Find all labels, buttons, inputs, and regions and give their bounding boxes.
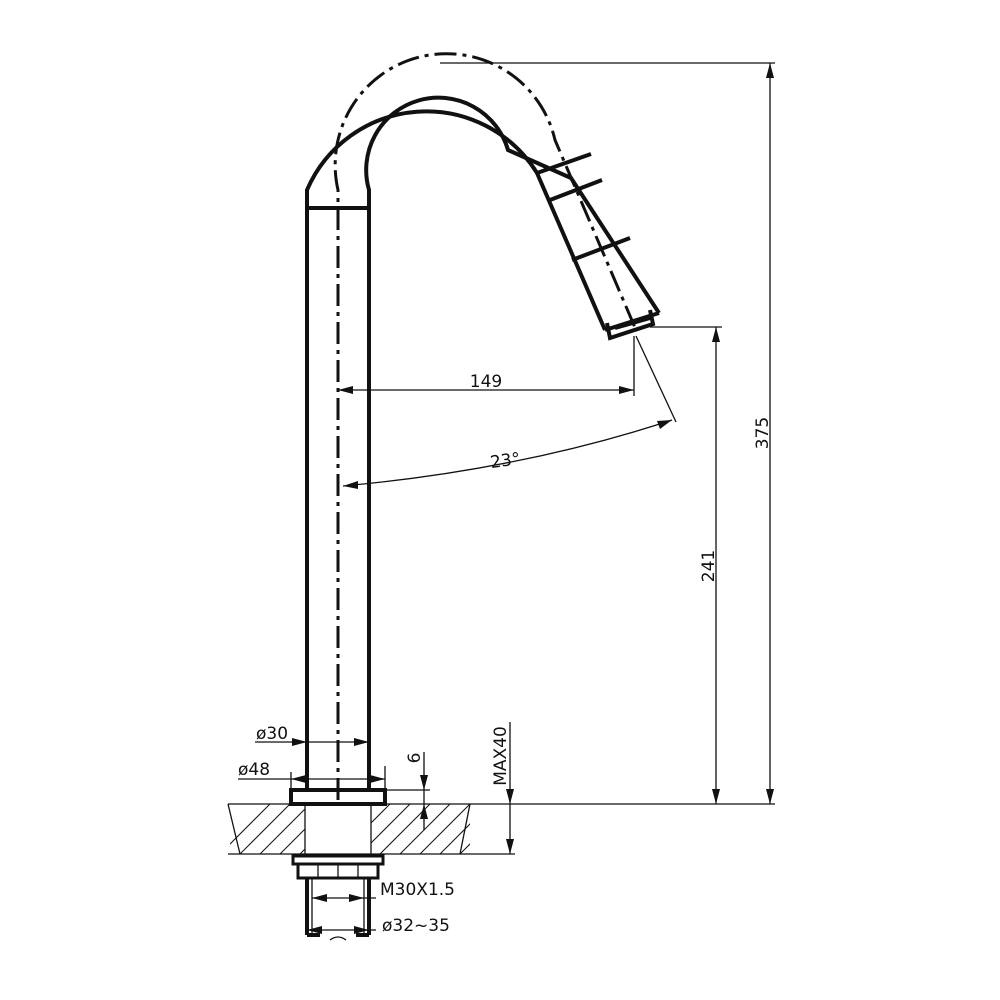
head-segment-2 [549, 178, 603, 202]
dim-overall-height: 375 [440, 62, 775, 804]
gooseneck-outer [305, 109, 607, 331]
flange-diameter-label: ø48 [238, 760, 270, 780]
overall-height-label: 375 [753, 417, 773, 449]
dim-angle: 23° [342, 335, 677, 489]
angle-label: 23° [489, 449, 522, 473]
dim-flange-diameter: ø48 [238, 760, 386, 790]
center-line [333, 52, 638, 800]
head-segment-1 [536, 152, 592, 175]
gooseneck-inner [364, 95, 661, 315]
max-thickness-label: MAX40 [491, 726, 511, 786]
dim-hole-diameter: ø32~35 [307, 916, 450, 936]
flange-thickness-label: 6 [405, 753, 425, 764]
dim-max-thickness: MAX40 [491, 722, 514, 854]
aerator [605, 309, 656, 341]
thread-label: M30X1.5 [380, 880, 455, 900]
faucet-body [305, 52, 661, 800]
mounting-hardware [289, 788, 387, 941]
flange [289, 788, 387, 806]
outlet-height-label: 241 [699, 550, 719, 582]
dim-thread: M30X1.5 [312, 880, 455, 902]
dim-reach: 149 [338, 336, 635, 396]
dim-pipe-diameter: ø30 [255, 724, 369, 746]
reach-label: 149 [470, 372, 502, 392]
dim-outlet-height: 241 [650, 326, 722, 804]
hole-diameter-label: ø32~35 [382, 916, 450, 936]
dim-flange-thickness: 6 [385, 752, 430, 830]
pipe-diameter-label: ø30 [256, 724, 288, 744]
